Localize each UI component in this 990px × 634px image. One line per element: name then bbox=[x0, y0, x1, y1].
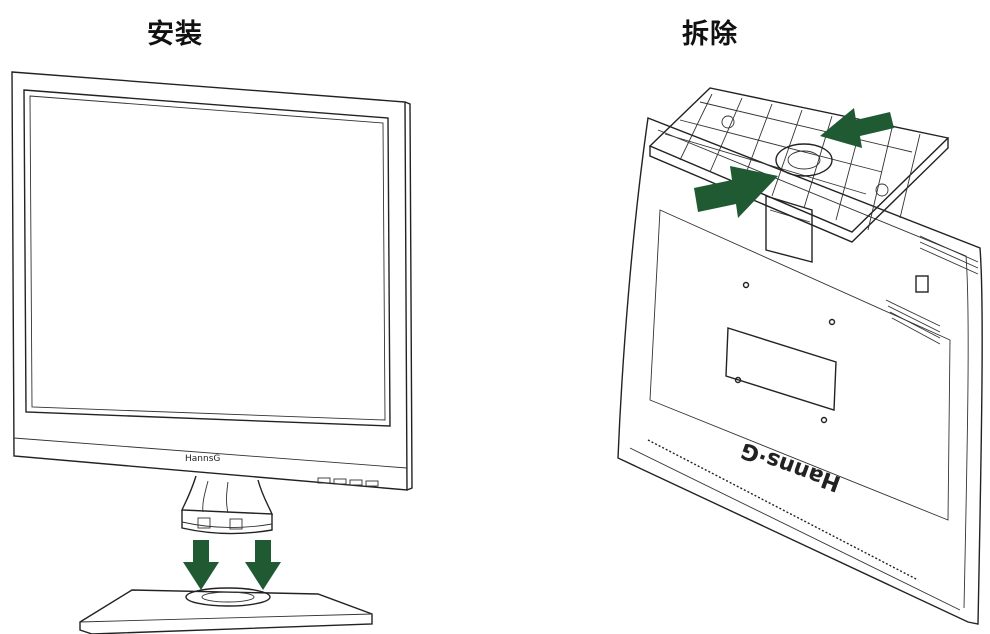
down-arrow-left bbox=[183, 540, 219, 590]
stand-base bbox=[79, 587, 373, 634]
control-button bbox=[317, 477, 331, 484]
mounting-plate bbox=[648, 87, 950, 243]
down-arrow-right bbox=[245, 540, 281, 590]
stand-neck bbox=[180, 475, 274, 535]
rear-brand-logo: Hanns·G bbox=[738, 437, 844, 496]
heading-install: 安装 bbox=[147, 19, 203, 50]
front-brand-logo: HannsG bbox=[185, 454, 220, 464]
vesa-screw-hole bbox=[820, 416, 828, 424]
vesa-screw-hole bbox=[742, 281, 750, 289]
control-button bbox=[365, 480, 379, 487]
vesa-screw-hole bbox=[828, 318, 836, 326]
left-arrow-remove bbox=[820, 108, 894, 148]
heading-remove: 拆除 bbox=[682, 19, 738, 50]
rear-port bbox=[915, 275, 929, 293]
front-monitor bbox=[11, 71, 413, 491]
rear-monitor bbox=[617, 117, 983, 625]
control-button bbox=[349, 479, 363, 486]
right-arrow-remove bbox=[694, 166, 778, 218]
vesa-screw-hole bbox=[734, 376, 742, 384]
control-button bbox=[333, 478, 347, 485]
label-plate bbox=[725, 327, 837, 411]
